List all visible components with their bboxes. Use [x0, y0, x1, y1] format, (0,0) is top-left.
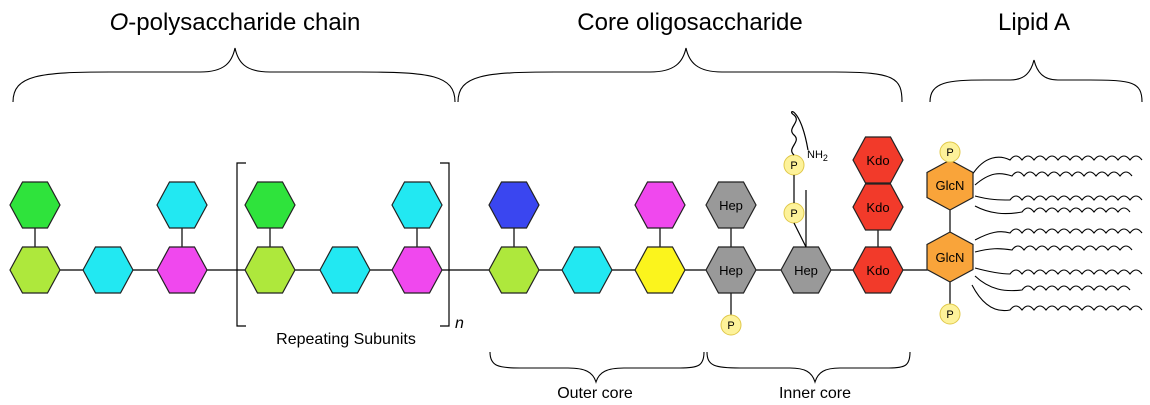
- branch-bonds: [34, 152, 951, 325]
- kdo-sugar-hexagon: [852, 246, 904, 294]
- core-oligosaccharide-heading: Core oligosaccharide: [577, 9, 802, 36]
- glcn-label: GlcN: [936, 250, 965, 265]
- hep-sugar-hexagon: [705, 181, 757, 229]
- magenta-sugar-hexagon: [634, 181, 686, 229]
- repeat-bracket-left: [236, 162, 246, 327]
- phosphate-label: P: [790, 208, 797, 220]
- phosphate-label: P: [790, 160, 797, 172]
- cyan-sugar-hexagon: [561, 246, 613, 294]
- kdo-sugar-hexagon: [852, 183, 904, 231]
- kdo-label: Kdo: [866, 153, 889, 168]
- glcn-sugar-hexagon: [926, 231, 974, 283]
- repeating-subunits-label: Repeating Subunits: [276, 331, 416, 348]
- lime-sugar-hexagon: [9, 246, 61, 294]
- cyan-sugar-hexagon: [391, 181, 443, 229]
- phosphate-bond: [793, 222, 807, 248]
- yellow-sugar-hexagon: [634, 246, 686, 294]
- glcn-sugar-hexagon: [926, 159, 974, 211]
- hep-sugar-hexagon: [780, 246, 832, 294]
- lipid-a-heading: Lipid A: [998, 9, 1070, 36]
- magenta-sugar-hexagon: [156, 246, 208, 294]
- green-sugar-hexagon: [244, 181, 296, 229]
- inner-core-label: Inner core: [779, 385, 851, 402]
- amine-link: [791, 111, 809, 156]
- cyan-sugar-hexagon: [319, 246, 371, 294]
- cyan-sugar-hexagon: [156, 181, 208, 229]
- acyl-tails: [971, 155, 1143, 312]
- inner-core-brace: [706, 351, 911, 384]
- amine-label: NH2: [807, 149, 828, 163]
- phosphate-label: P: [946, 309, 953, 321]
- lime-sugar-hexagon: [244, 246, 296, 294]
- o-polysaccharide-heading: O-polysaccharide chain: [110, 9, 361, 36]
- cyan-sugar-hexagon: [82, 246, 134, 294]
- repeat-count-label: n: [455, 315, 464, 332]
- phosphate-label: P: [946, 147, 953, 159]
- kdo-label: Kdo: [866, 263, 889, 278]
- glcn-label: GlcN: [936, 178, 965, 193]
- hep-sugar-hexagon: [705, 246, 757, 294]
- o-chain-brace: [12, 47, 456, 103]
- blue-sugar-hexagon: [488, 181, 540, 229]
- repeat-bracket-right: [440, 162, 450, 327]
- outer-core-brace: [489, 351, 705, 384]
- lipid-a-brace: [929, 59, 1143, 103]
- hep-label: Hep: [794, 263, 818, 278]
- green-sugar-hexagon: [9, 181, 61, 229]
- phosphate-label: P: [727, 320, 734, 332]
- lime-sugar-hexagon: [488, 246, 540, 294]
- magenta-sugar-hexagon: [391, 246, 443, 294]
- phosphate-circle: [939, 141, 961, 163]
- kdo-sugar-hexagon: [852, 136, 904, 184]
- outer-core-label: Outer core: [557, 385, 633, 402]
- phosphate-circle: [939, 303, 961, 325]
- hep-label: Hep: [719, 198, 743, 213]
- kdo-label: Kdo: [866, 200, 889, 215]
- core-brace: [457, 47, 903, 103]
- hep-label: Hep: [719, 263, 743, 278]
- phosphate-circle: [720, 314, 742, 336]
